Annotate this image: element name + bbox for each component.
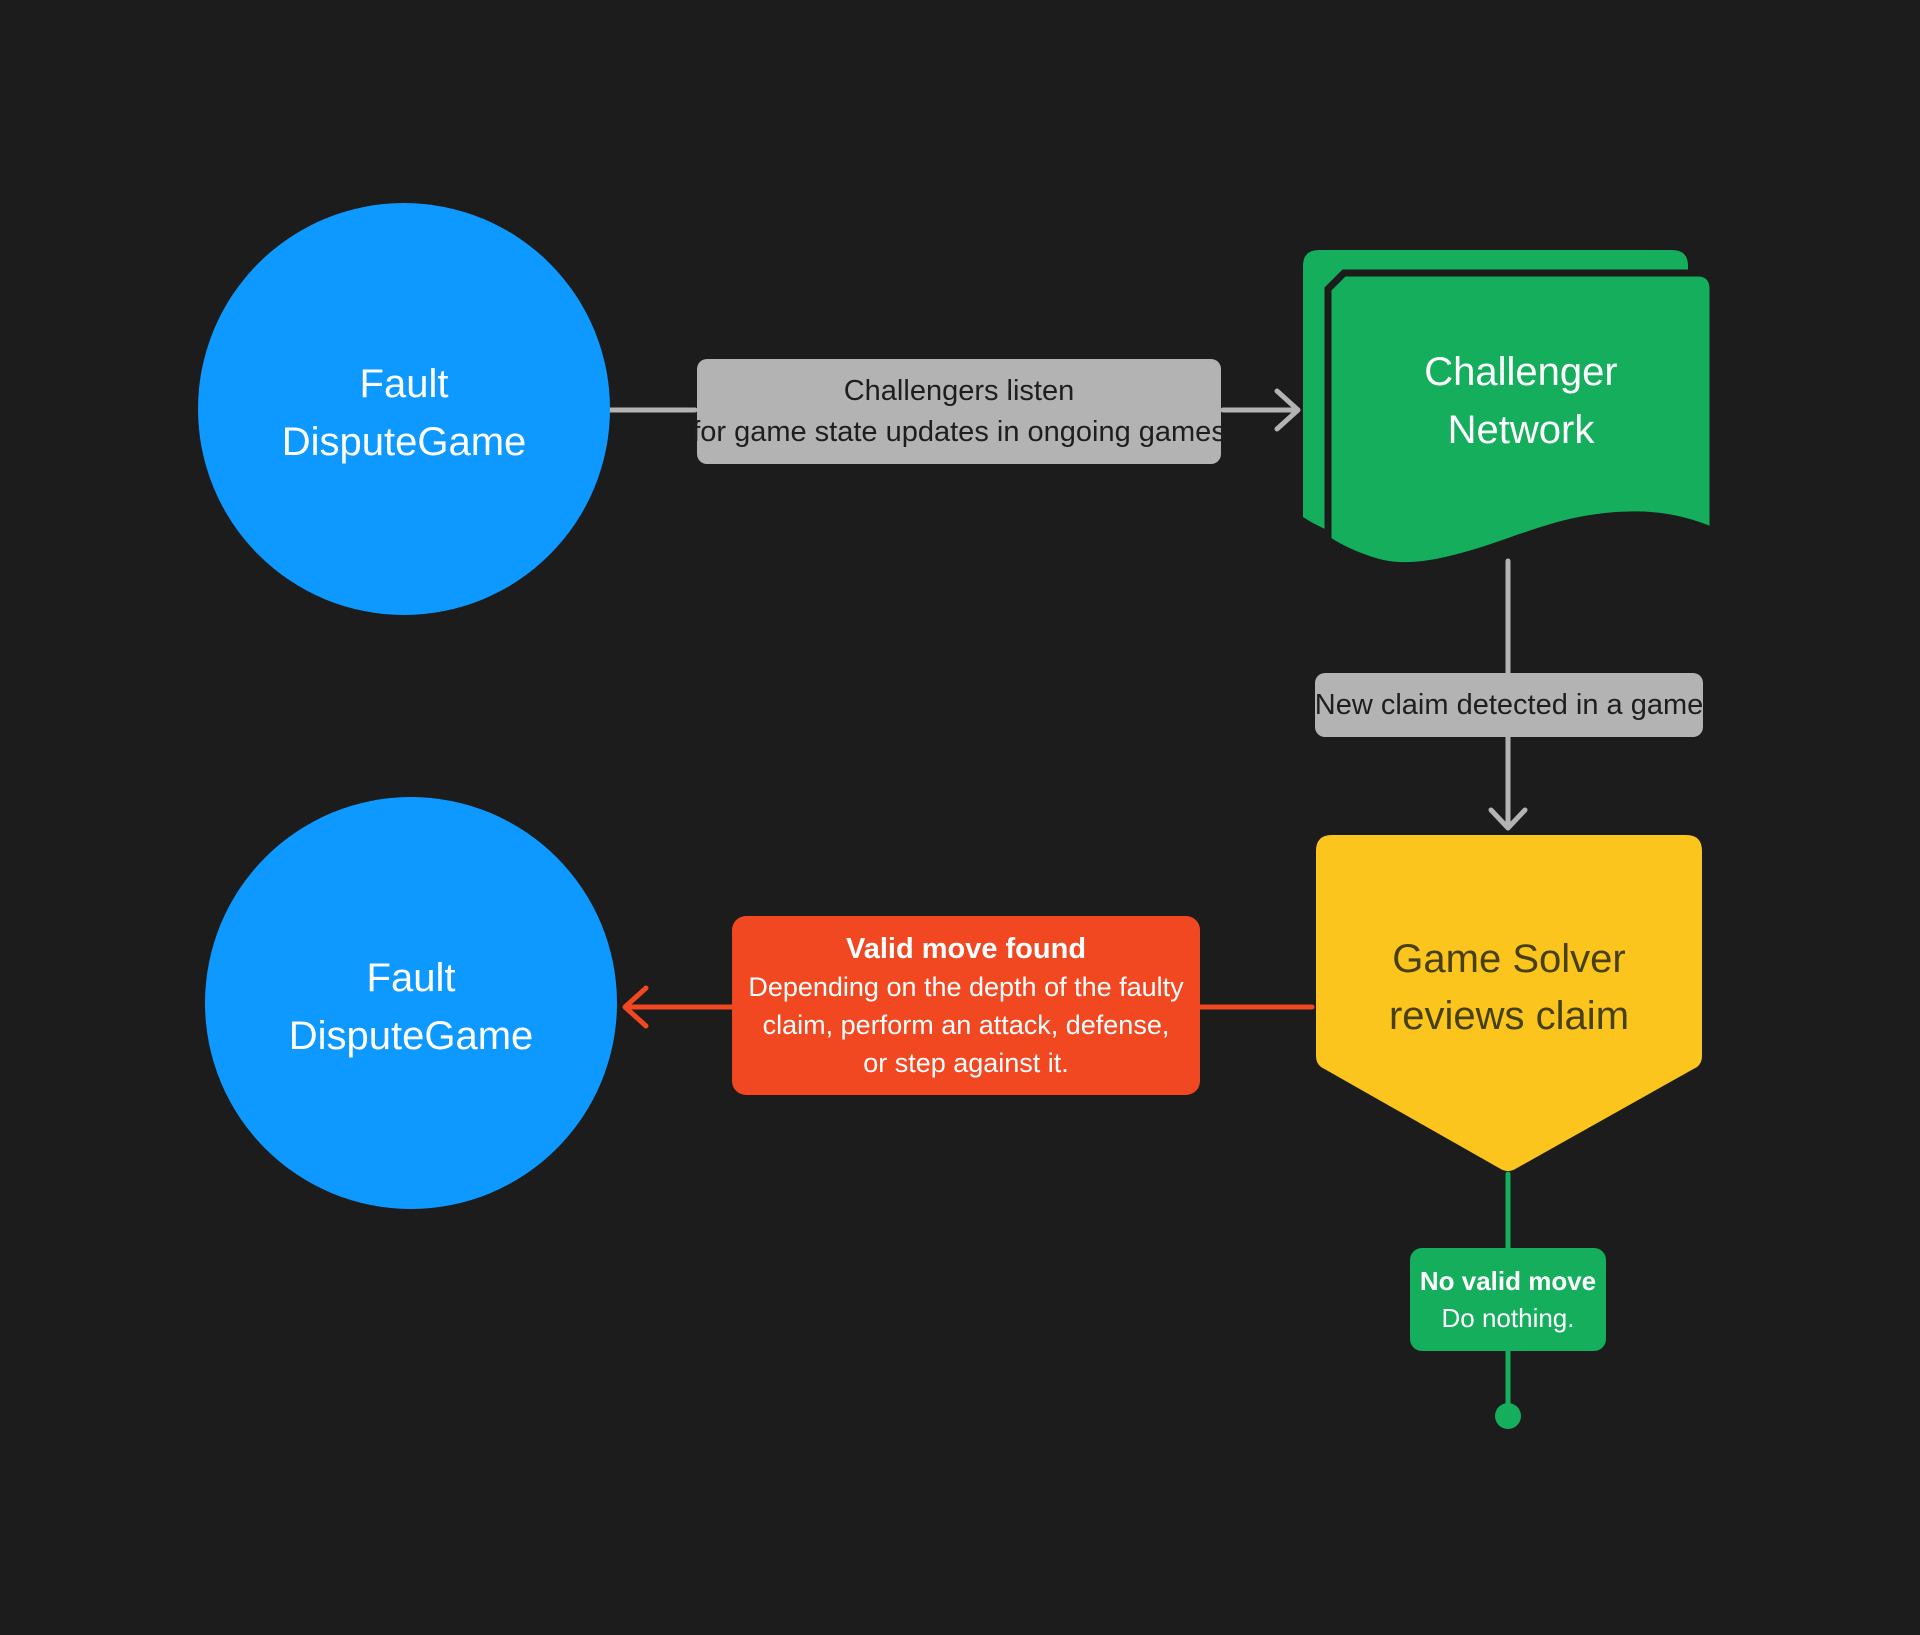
arrowhead-down-icon [1488,807,1528,831]
node-label-line: Game Solver [1392,937,1626,981]
game-solver-shape [1316,835,1702,1171]
callout-title: No valid move [1419,1265,1597,1296]
arrowhead-left-icon [622,985,649,1029]
edge-label-challengers-listen: Challengers listen for game state update… [692,359,1226,464]
edge-label-line: for game state updates in ongoing games [692,415,1226,448]
node-fault-dispute-game-bottom: Fault DisputeGame [205,797,617,1209]
node-game-solver-label: Game Solver reviews claim [1316,931,1702,1045]
terminal-dot-icon [1495,1403,1521,1429]
node-label-line: DisputeGame [281,420,527,464]
callout-title: Valid move found [845,932,1087,965]
edge-label-line: Challengers listen [843,374,1075,407]
node-label-line: reviews claim [1388,994,1630,1038]
callout-no-valid-move: No valid move Do nothing. [1410,1248,1606,1351]
challenger-network-card [1324,269,1717,570]
node-label-line: Fault [366,956,456,1000]
callout-line: or step against it. [863,1047,1069,1078]
arrowhead-right-icon [1274,388,1301,432]
node-label-line: Challenger [1424,350,1618,394]
callout-line: Depending on the depth of the faulty [748,971,1184,1002]
node-label-line: Fault [359,362,449,406]
callout-line: claim, perform an attack, defense, [762,1009,1170,1040]
edge-label-line: New claim detected in a game [1314,688,1704,721]
edge-label-new-claim: New claim detected in a game [1315,673,1703,737]
node-label-line: DisputeGame [288,1014,534,1058]
node-challenger-network-label: Challenger Network [1328,343,1714,459]
node-label-line: Network [1447,408,1595,452]
node-fault-dispute-game-top: Fault DisputeGame [198,203,610,615]
callout-valid-move: Valid move found Depending on the depth … [732,916,1200,1095]
callout-line: Do nothing. [1441,1302,1575,1333]
